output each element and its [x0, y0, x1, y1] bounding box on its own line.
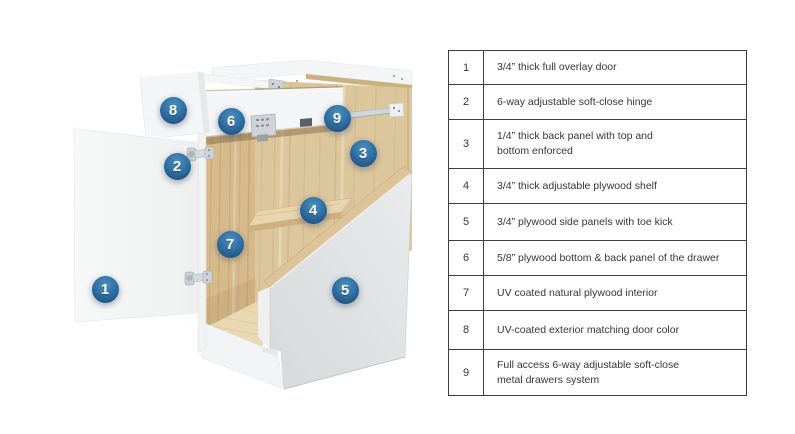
callout-badge-4: 4: [299, 196, 327, 224]
row-number: 5: [449, 204, 484, 240]
table-row: 6 5/8” plywood bottom & back panel of th…: [449, 241, 746, 276]
row-description: 6-way adjustable soft-close hinge: [497, 95, 653, 108]
cabinet-door: [73, 127, 199, 323]
row-description: UV coated natural plywood interior: [497, 286, 658, 299]
badge-number: 9: [332, 109, 342, 127]
badge-number: 6: [226, 112, 236, 130]
row-description: UV-coated exterior matching door color: [497, 323, 680, 336]
callout-badge-2: 2: [163, 152, 191, 180]
table-row: 9 Full access 6-way adjustable soft-clos…: [449, 350, 746, 395]
badge-number: 3: [358, 144, 368, 162]
spec-table: 1 3/4” thick full overlay door 2 6-way a…: [448, 50, 747, 396]
badge-number: 8: [168, 101, 178, 119]
badge-number: 4: [308, 201, 318, 219]
badge-number: 7: [225, 235, 235, 253]
row-number: 1: [449, 51, 484, 84]
hinge-top: [186, 146, 215, 162]
row-description: 3/4” plywood side panels with toe kick: [497, 215, 673, 228]
carcass-front-edge: [197, 130, 207, 354]
row-description: 3/4” thick adjustable plywood shelf: [497, 179, 657, 192]
callout-badge-9: 9: [323, 104, 351, 132]
row-description: 5/8” plywood bottom & back panel of the …: [497, 251, 720, 264]
row-number: 3: [449, 120, 484, 168]
badge-number: 2: [172, 157, 182, 175]
cabinet-illustration: [73, 59, 413, 390]
row-number: 4: [449, 169, 484, 203]
row-number: 2: [449, 85, 484, 119]
callout-badge-7: 7: [216, 230, 244, 258]
callout-badge-5: 5: [331, 276, 359, 304]
interior-left-panel: [203, 98, 255, 330]
row-number: 7: [449, 276, 484, 310]
row-description: 3/4” thick full overlay door: [497, 61, 617, 74]
row-number: 8: [449, 311, 484, 349]
row-number: 6: [449, 241, 484, 275]
table-row: 8 UV-coated exterior matching door color: [449, 311, 746, 350]
row-description: Full access 6-way adjustable soft-close …: [497, 358, 680, 386]
callout-badge-8: 8: [159, 96, 187, 124]
badge-number: 1: [100, 280, 110, 298]
callout-badge-6: 6: [217, 107, 245, 135]
table-row: 3 1/4” thick back panel with top and bot…: [449, 120, 746, 169]
row-description: 1/4” thick back panel with top and botto…: [497, 130, 653, 157]
callout-badge-3: 3: [349, 139, 377, 167]
table-row: 5 3/4” plywood side panels with toe kick: [449, 204, 746, 241]
badge-number: 5: [340, 281, 350, 299]
side-panel-front-edge: [258, 287, 270, 349]
cabinet-diagram: 1 2 3 4 5 6 7 8 9: [73, 59, 413, 390]
hinge-bottom: [184, 270, 213, 286]
callout-badge-1: 1: [91, 275, 119, 303]
table-row: 1 3/4” thick full overlay door: [449, 51, 746, 85]
row-number: 9: [449, 350, 484, 395]
table-row: 7 UV coated natural plywood interior: [449, 276, 746, 311]
table-row: 2 6-way adjustable soft-close hinge: [449, 85, 746, 120]
table-row: 4 3/4” thick adjustable plywood shelf: [449, 169, 746, 204]
toe-kick: [201, 321, 285, 390]
